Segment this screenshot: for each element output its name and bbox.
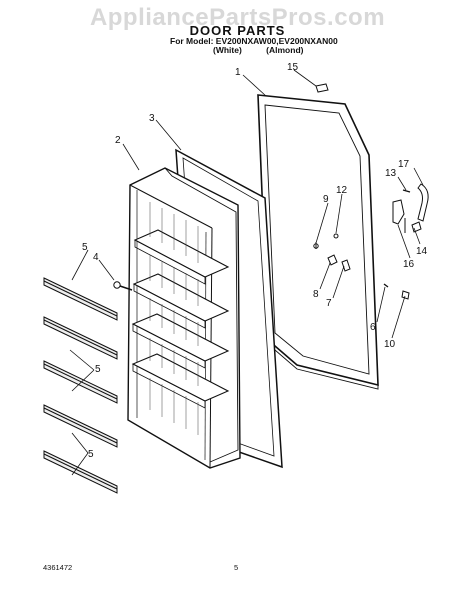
page-number: 5 xyxy=(234,563,239,572)
callout-15: 15 xyxy=(287,62,299,73)
hinge-hardware xyxy=(313,183,429,300)
callout-5-bottom: 5 xyxy=(88,449,94,460)
color-almond: (Almond) xyxy=(266,45,304,55)
callout-labels: 1 2 3 4 5 5 5 6 7 8 9 10 12 13 14 15 16 … xyxy=(82,62,428,460)
callout-8: 8 xyxy=(313,289,319,300)
color-white: (White) xyxy=(213,45,242,55)
tag-part xyxy=(315,83,329,93)
callout-6: 6 xyxy=(370,322,376,333)
callout-1: 1 xyxy=(235,67,241,78)
document-number: 4361472 xyxy=(43,563,73,572)
callout-13: 13 xyxy=(385,168,397,179)
callout-9: 9 xyxy=(323,194,329,205)
color-variants: (White) (Almond) xyxy=(213,45,325,55)
callout-5-top: 5 xyxy=(82,242,88,253)
callout-5-middle: 5 xyxy=(95,364,101,375)
screw-icon xyxy=(113,281,133,291)
callout-17: 17 xyxy=(398,159,410,170)
outer-door-panel xyxy=(257,94,379,390)
callout-2: 2 xyxy=(115,135,121,146)
model-line: For Model: EV200NXAW00,EV200NXAN00 xyxy=(170,36,338,46)
callout-7: 7 xyxy=(326,298,332,309)
page-title: DOOR PARTS xyxy=(189,23,286,38)
shelf-retainer-bars xyxy=(43,277,118,494)
callout-12: 12 xyxy=(336,185,348,196)
callout-10: 10 xyxy=(384,339,396,350)
watermark-text: AppliancePartsPros.com xyxy=(89,4,386,31)
callout-4: 4 xyxy=(93,252,99,263)
callout-16: 16 xyxy=(403,259,415,270)
callout-14: 14 xyxy=(416,246,428,257)
leader-lines xyxy=(69,69,424,476)
inner-door-liner xyxy=(127,167,241,469)
callout-3: 3 xyxy=(149,113,155,124)
